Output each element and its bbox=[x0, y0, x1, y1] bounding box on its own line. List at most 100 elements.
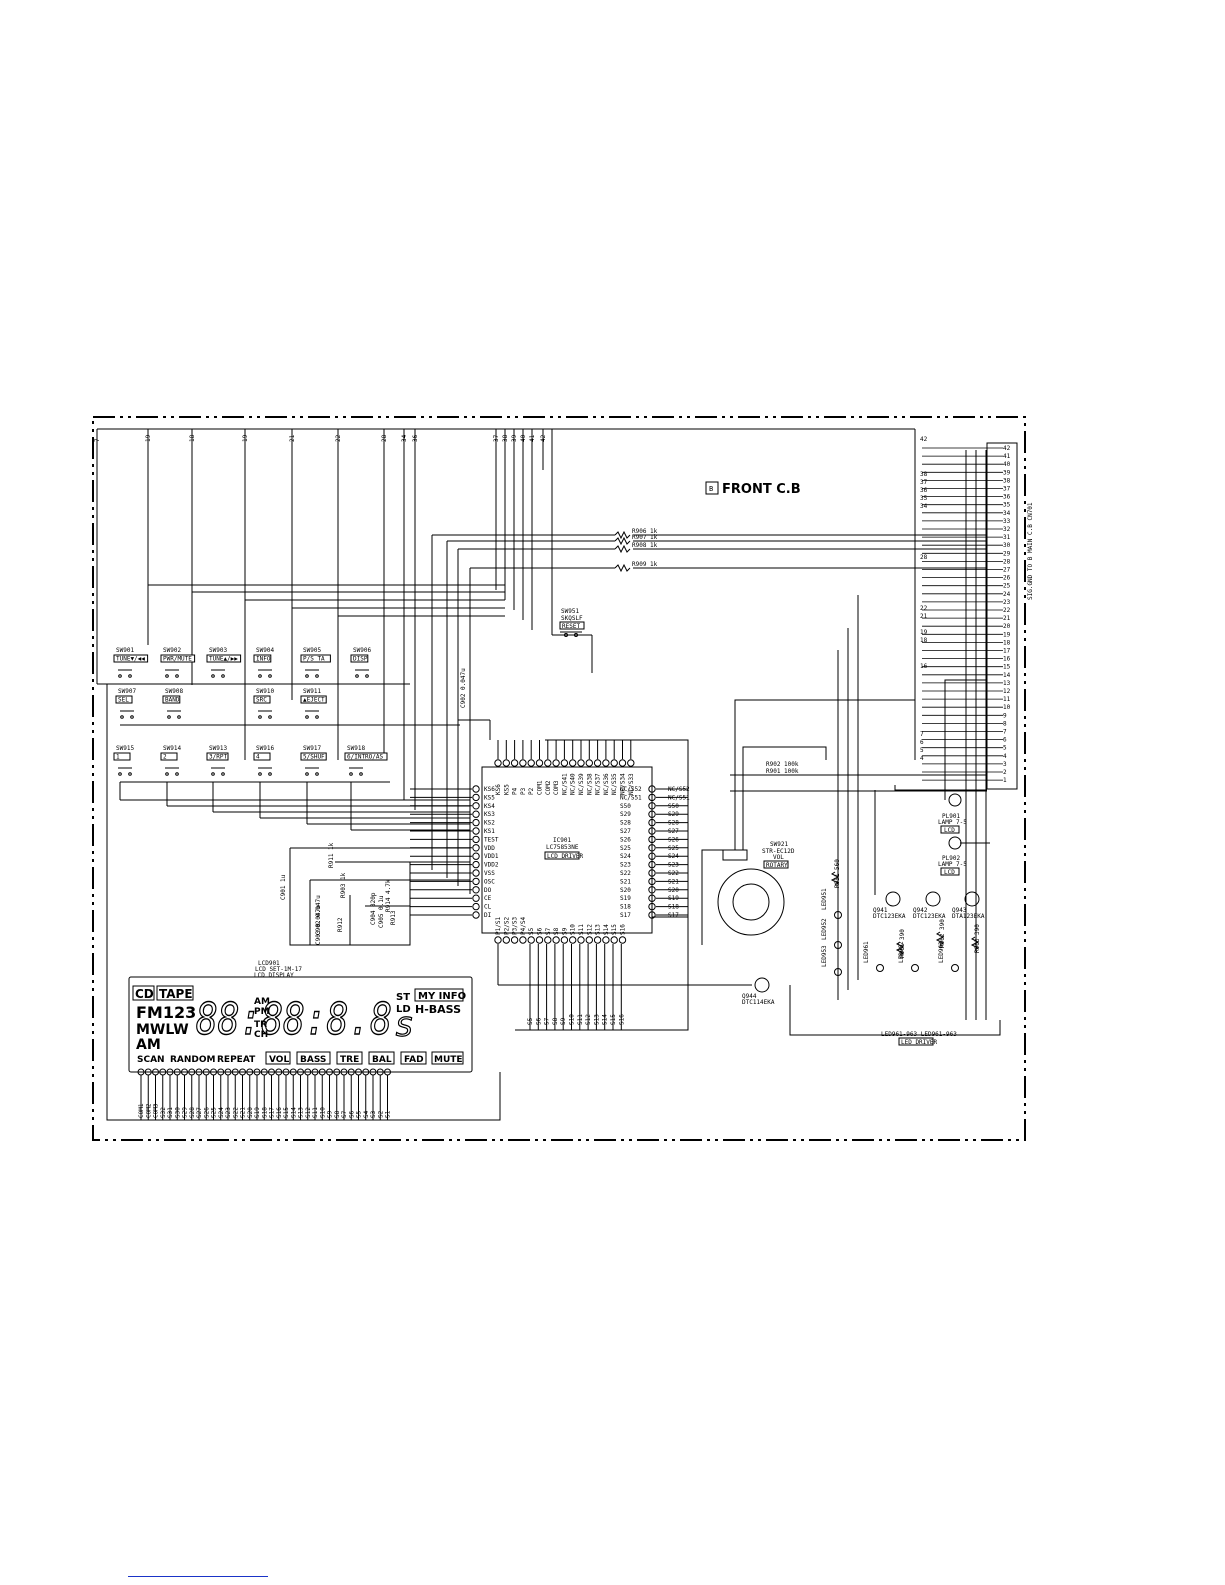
ic-pin-right: S25 bbox=[620, 845, 631, 852]
lcd-bal: BAL bbox=[372, 1055, 392, 1065]
lcd-bottom-pin: S32 bbox=[160, 1107, 167, 1118]
encoder-note: ROTARY bbox=[766, 862, 788, 869]
lcd-bottom-pin: S31 bbox=[167, 1107, 174, 1118]
connector-pin: 35 bbox=[1003, 502, 1011, 509]
switch-ref: SW906 bbox=[353, 647, 371, 654]
board-marker: B bbox=[709, 485, 713, 493]
lcd-bottom-pin: S29 bbox=[182, 1107, 189, 1118]
ic-pin-right-ext: NC/S52 bbox=[668, 786, 690, 793]
ic-pin-bottom: P1/S1 bbox=[495, 917, 502, 935]
ic-pin-right: S23 bbox=[620, 862, 631, 869]
connector-pin: 30 bbox=[1003, 542, 1011, 549]
board-frame bbox=[92, 416, 1026, 1141]
connector-pin: 20 bbox=[1003, 623, 1011, 630]
switch-ref: SW903 bbox=[209, 647, 227, 654]
ic-pin-left: KS6 bbox=[484, 786, 495, 793]
lcd-bottom-pin: S10 bbox=[319, 1107, 326, 1118]
lcd-bottom-pin: S8 bbox=[334, 1110, 341, 1118]
ic-pin-top: NC/S40 bbox=[570, 773, 577, 795]
connector-pin: 10 bbox=[1003, 704, 1011, 711]
ic-part: LC75853NE bbox=[546, 844, 579, 851]
connector-pin: 11 bbox=[1003, 696, 1011, 703]
ic-pin-top: KS5 bbox=[503, 784, 510, 795]
ic-pin-right-ext: S23 bbox=[668, 862, 679, 869]
ic-pin-left: OSC bbox=[484, 878, 495, 885]
ic-passive: R903 1k bbox=[340, 872, 347, 898]
lcd-tr: TR bbox=[254, 1020, 267, 1030]
switch-ref: SW901 bbox=[116, 647, 134, 654]
right-bus-label: 34 bbox=[920, 503, 928, 510]
lcd-display: LCD901 LCD SET-1M-17 LCD DISPLAY CD TAPE… bbox=[106, 684, 501, 1121]
ic-pin-top: NC/S36 bbox=[603, 773, 610, 795]
switch-label: 6/INTRO/AS bbox=[347, 754, 384, 761]
lcd-ref: LCD901 bbox=[258, 960, 280, 967]
right-bus-label: 5 bbox=[920, 747, 924, 754]
switch-label: 4 bbox=[256, 754, 260, 761]
resistor-top: R906 1k bbox=[632, 528, 658, 535]
ic-pin-bottom: S15 bbox=[611, 924, 618, 935]
ic-pin-left: CE bbox=[484, 895, 492, 902]
lcd-mwlw: MWLW bbox=[136, 1022, 189, 1038]
ic-pin-top: NC/S33 bbox=[628, 773, 635, 795]
transistor-part: DTC123EKA bbox=[913, 913, 946, 920]
ic-passive: R914 4.7k bbox=[385, 879, 392, 912]
connector-pin: 4 bbox=[1003, 753, 1007, 760]
lcd-mute: MUTE bbox=[434, 1055, 463, 1065]
ic-pin-right: S22 bbox=[620, 870, 631, 877]
lcd-bottom-pin: S4 bbox=[363, 1110, 370, 1118]
led-ref: LED961 bbox=[863, 941, 870, 963]
ic901: KS6KS5KS4KS3KS2KS1TESTVDDVDD1VDD2VSSOSCD… bbox=[410, 739, 690, 1031]
lcd-bottom-pin: S21 bbox=[240, 1107, 247, 1118]
ic-pin-bottom: P4/S4 bbox=[520, 917, 527, 935]
ic-pin-right-ext: S50 bbox=[668, 803, 679, 810]
ic-pin-left: DI bbox=[484, 912, 492, 919]
ic-pin-top: KS6 bbox=[495, 784, 502, 795]
right-bus-label: 37 bbox=[920, 479, 928, 486]
connector-pin: 1 bbox=[1003, 777, 1007, 784]
ic-pin-right-ext: S17 bbox=[668, 912, 679, 919]
ic-pin-right: S21 bbox=[620, 878, 631, 885]
connector-pin: 6 bbox=[1003, 737, 1007, 744]
ic-pin-left: VSS bbox=[484, 870, 495, 877]
ic-pin-top: NC/S38 bbox=[586, 773, 593, 795]
lcd-bottom-pin: S23 bbox=[225, 1107, 232, 1118]
ic-passive: C904 820p bbox=[370, 892, 377, 925]
board-title-text: FRONT C.B bbox=[722, 482, 801, 497]
ic-passive: R913 bbox=[390, 910, 397, 925]
ic-pin-top: COM1 bbox=[537, 780, 544, 795]
lcd-bottom-pin: S28 bbox=[189, 1107, 196, 1118]
ic-pin-right: S27 bbox=[620, 828, 631, 835]
switch-ref: SW902 bbox=[163, 647, 181, 654]
switch-ref: SW908 bbox=[165, 688, 183, 695]
right-bus-label: 28 bbox=[920, 554, 928, 561]
ic-pin-right-ext: S27 bbox=[668, 828, 679, 835]
ic-pin-right-ext: S25 bbox=[668, 845, 679, 852]
ic-pin-top: COM2 bbox=[545, 780, 552, 795]
ic-label: LCD DRIVER bbox=[547, 853, 584, 860]
connector-pin: 38 bbox=[1003, 477, 1011, 484]
ic-ref: IC901 bbox=[553, 837, 571, 844]
switch-label: BAND bbox=[165, 697, 180, 704]
lamp1-ref: PL901 bbox=[942, 813, 960, 820]
switch-label: 1 bbox=[116, 754, 120, 761]
lcd-ch: CH bbox=[254, 1030, 268, 1040]
lcd-bottom-pin: S30 bbox=[174, 1107, 181, 1118]
reset-switch: SW951 SKQSLF RESET bbox=[551, 429, 593, 673]
led-ref: LED952 bbox=[821, 918, 828, 940]
rotary-encoder: SW921 STR-EC12D VOL ROTARY bbox=[701, 699, 915, 945]
connector-pin: 5 bbox=[1003, 745, 1007, 752]
footer-link-underline[interactable] bbox=[128, 1576, 268, 1577]
resistor-mid: R902 100k bbox=[766, 761, 799, 768]
switch-ref: SW905 bbox=[303, 647, 321, 654]
lcd-bottom-pin: S25 bbox=[211, 1107, 218, 1118]
ic-pin-right-ext: S19 bbox=[668, 895, 679, 902]
ic-pin-right-ext: S26 bbox=[668, 836, 679, 843]
lcd-bottom-pin: S7 bbox=[341, 1110, 348, 1118]
ic-pin-top: NC/S37 bbox=[595, 773, 602, 795]
ic-pin-top: P2 bbox=[528, 787, 535, 795]
ic-pin-bottom: S10 bbox=[570, 924, 577, 935]
ic-pin-right-ext: S18 bbox=[668, 904, 679, 911]
ic-pin-left: VDD1 bbox=[484, 853, 499, 860]
